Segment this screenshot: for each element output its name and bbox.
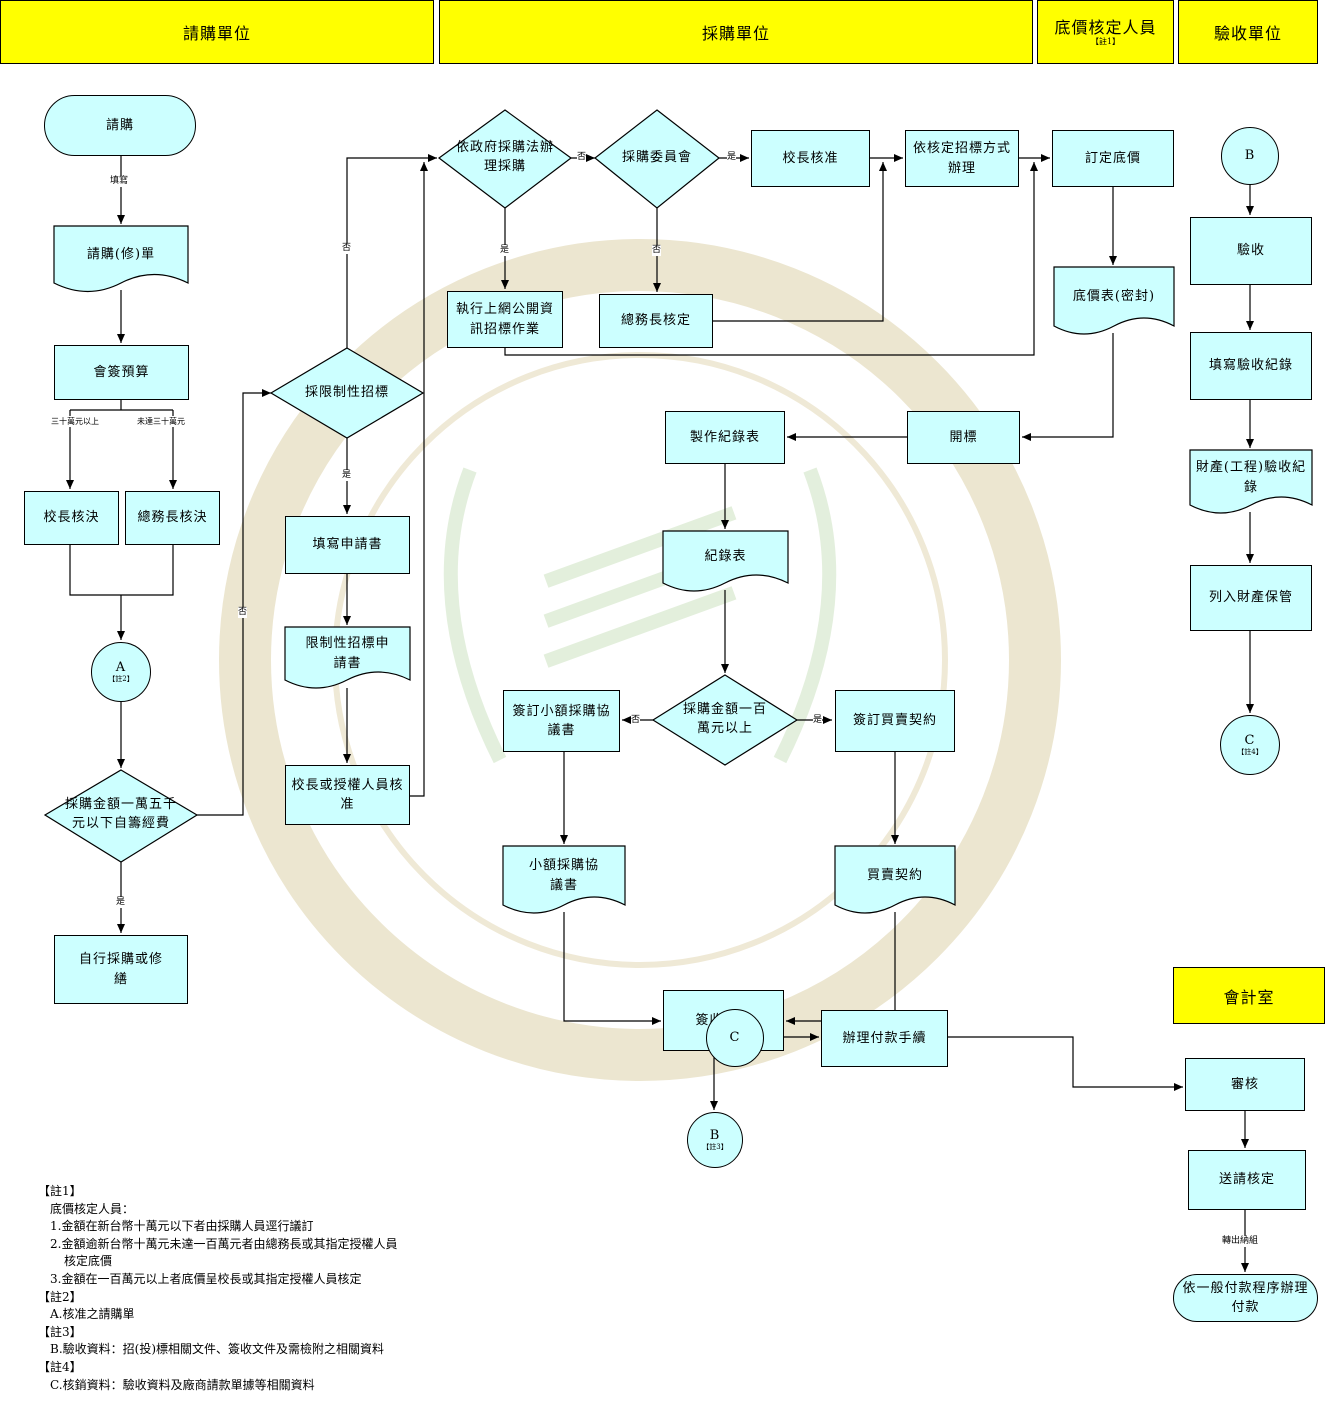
connector-c-end-label: C [1244,732,1256,748]
req-form-doc: 請購(修)單 [86,246,156,262]
label-yes-committee: 是 [727,152,737,163]
label-no-committee: 否 [652,245,662,256]
connector-b-start: B [1221,127,1279,185]
restricted-diamond [269,347,425,439]
make-record-process: 製作紀錄表 [665,411,785,464]
label-no-amount: 否 [631,715,641,726]
online-tender-label: 執行上網公開資訊招標作業 [455,302,554,337]
note-1-item-2: 2.金額逾新台幣十萬元未達一百萬元者由總務長或其指定授權人員 [50,1236,398,1251]
record-doc-shape [662,530,789,592]
small-agreement-process: 簽訂小額採購協議書 [503,690,620,752]
connector-b-end-note: 【註3】 [702,1143,728,1152]
note-1-title: 底價核定人員： [50,1201,135,1216]
reserve-doc: 底價表(密封) [1072,288,1156,304]
note-3-item: B.驗收資料：招(投)標相關文件、簽收文件及需檢附之相關資料 [50,1342,384,1357]
header-reserve-note: 【註1】 [1090,36,1121,46]
connector-c-end: C 【註4】 [1220,715,1280,775]
note-1-heading: 【註1】 [38,1184,82,1198]
label-transfer: 轉出納組 [1222,1236,1259,1247]
note-4-heading: 【註4】 [38,1359,82,1374]
budget-process: 會簽預算 [54,345,189,400]
header-requester: 請購單位 [0,0,434,64]
accept-record-doc-shape [1189,449,1313,514]
accept-process: 驗收 [1190,217,1312,285]
connector-a-label: A [115,659,127,675]
committee-diamond [594,109,720,209]
connector-a: A 【註2】 [91,642,151,702]
online-tender-process: 執行上網公開資訊招標作業 [447,291,563,348]
set-reserve-process: 訂定底價 [1052,130,1174,187]
label-yes-fill-app: 是 [342,470,352,481]
amount-small-diamond [43,769,199,863]
label-under-300k: 未達三十萬元 [137,416,185,427]
principal-auth-process: 校長或授權人員核准 [285,765,410,825]
restricted-doc-shape [284,626,411,689]
by-method-label: 依核定招標方式辦理 [912,141,1011,176]
self-purchase-process: 自行採購或修繕 [54,935,188,1004]
small-agreement-doc: 小額採購協議書 [503,846,625,905]
label-yes-self: 是 [116,897,126,908]
connector-c-end-note: 【註4】 [1237,748,1263,757]
note-3-heading: 【註3】 [38,1324,82,1339]
restricted-doc-label: 限制性招標申請書 [305,636,390,671]
contract-doc-shape [834,845,956,914]
review-process: 審核 [1185,1058,1305,1111]
small-agreement-doc-shape [502,845,626,914]
start-terminal: 請購 [44,95,196,156]
list-property-process: 列入財產保管 [1190,565,1312,631]
record-doc: 紀錄表 [704,549,747,565]
connector-b-end-label: B [709,1127,721,1143]
label-no-gov: 否 [577,152,587,163]
note-2-item: A.核准之請購單 [50,1307,135,1322]
notes-block: 【註1】 底價核定人員： 1.金額在新台幣十萬元以下者由採購人員逕行議訂 2.金… [38,1183,397,1394]
pay-general-terminal: 依一般付款程序辦理付款 [1173,1274,1318,1322]
principal-decide-process: 校長核決 [24,491,119,545]
connector-b-end: B 【註3】 [687,1112,743,1168]
gm-approve-process: 總務長核定 [599,294,713,348]
principal-approve-process: 校長核准 [751,130,870,187]
submit-approve-process: 送請核定 [1188,1150,1306,1210]
note-1-item-3: 3.金額在一百萬元以上者底價呈校長或其指定授權人員核定 [50,1271,362,1286]
payment-proc-process: 辦理付款手續 [821,1010,948,1067]
contract-doc: 買賣契約 [866,867,923,883]
label-fill: 填寫 [110,176,129,187]
connector-a-note: 【註2】 [108,675,134,684]
label-yes-gov: 是 [500,245,510,256]
accept-record-label: 財產(工程)驗收紀錄 [1195,460,1307,495]
header-reserve: 底價核定人員 【註1】 [1037,0,1174,64]
sign-contract-process: 簽訂買賣契約 [835,690,955,752]
req-form-doc-shape [53,225,189,292]
small-agreement-label: 簽訂小額採購協議書 [512,703,611,739]
header-procurement: 採購單位 [439,0,1033,64]
fill-app-process: 填寫申請書 [285,516,410,574]
label-no-restricted: 否 [238,607,248,618]
amount-large-diamond [651,674,799,766]
note-1-item-1: 1.金額在新台幣十萬元以下者由採購人員逕行議訂 [50,1219,314,1234]
label-over-300k: 三十萬元以上 [51,416,99,427]
connector-c-start: C [706,1009,764,1067]
note-1-item-2-cont: 核定底價 [64,1254,113,1269]
by-method-process: 依核定招標方式辦理 [905,130,1019,187]
principal-auth-label: 校長或授權人員核准 [291,777,404,813]
gm-decide-process: 總務長核決 [125,491,220,545]
reserve-doc-shape [1053,266,1175,335]
header-accounting: 會計室 [1173,967,1325,1024]
fill-accept-process: 填寫驗收紀錄 [1190,332,1312,400]
self-purchase-label: 自行採購或修繕 [78,952,163,987]
label-no-up: 否 [342,243,352,254]
restricted-doc: 限制性招標申請書 [285,627,410,680]
small-agreement-doc-label: 小額採購協議書 [528,858,599,893]
note-2-heading: 【註2】 [38,1289,82,1304]
gov-law-diamond [437,109,573,209]
open-bid-process: 開標 [907,411,1020,464]
header-acceptance: 驗收單位 [1178,0,1318,64]
accept-record-doc: 財產(工程)驗收紀錄 [1190,450,1312,505]
note-4-item: C.核銷資料：驗收資料及廠商請款單據等相關資料 [50,1377,315,1392]
label-yes-amount: 是 [813,715,823,726]
pay-general-label: 依一般付款程序辦理付款 [1182,1280,1309,1316]
